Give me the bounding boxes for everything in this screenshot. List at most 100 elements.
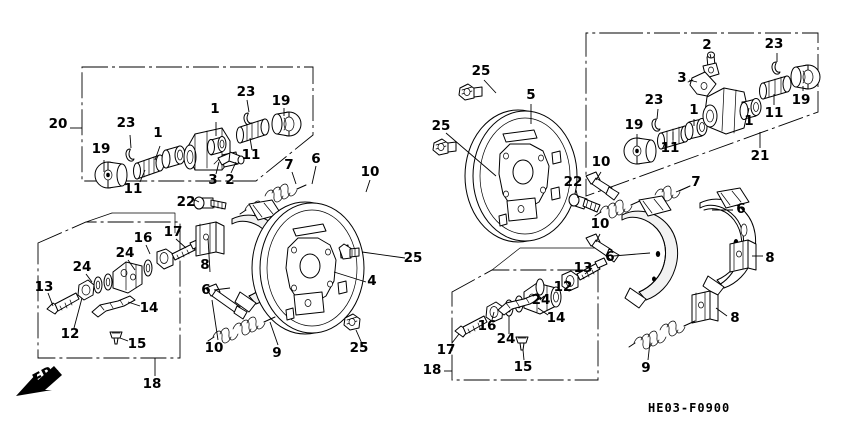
part-11-left-piston: [133, 154, 165, 180]
part-19-right-assy-boot-a: [623, 137, 657, 165]
part-13-left-bolt: [46, 292, 80, 315]
part-24-left-washer-b: [103, 273, 113, 291]
callout-17-right: 17: [437, 342, 456, 358]
callout-14-right: 14: [547, 310, 566, 326]
part-18-left-adjuster-body: [112, 261, 143, 294]
group-box-21: [585, 32, 819, 197]
callout-24-a: 24: [73, 259, 92, 275]
part-11-right-assy-piston-b: [759, 75, 792, 100]
diagram-code: HE03-F0900: [648, 401, 730, 415]
part-8-right-clip-a: [729, 239, 757, 273]
part-22-right-bolt: [568, 193, 601, 213]
part-19-right-assy-boot-b: [790, 64, 821, 90]
callout-16-right: 16: [478, 318, 497, 334]
callout-12-right: 12: [554, 279, 573, 295]
callout-24-b: 24: [116, 245, 135, 261]
part-1-upper-boot: [207, 136, 227, 156]
part-25-right-upper: [338, 243, 360, 260]
callout-8-c: 8: [730, 310, 739, 326]
callout-21: 21: [751, 148, 770, 164]
callout-7-right: 7: [691, 174, 700, 190]
callout-13-right: 13: [574, 260, 593, 276]
right-wheel-cylinder-assembly: [623, 51, 821, 165]
callout-25-a: 25: [350, 340, 369, 356]
part-4-backing-plate: [251, 201, 365, 335]
part-25-left-upper: [458, 83, 483, 101]
callout-6-c: 6: [736, 201, 745, 217]
part-11-upper-piston: [236, 118, 270, 144]
part-6-right-shoe-a: [621, 195, 679, 309]
callout-13-left: 13: [35, 279, 54, 295]
part-23-right-assy-clip-a: [651, 118, 661, 132]
callout-23-a: 23: [117, 115, 136, 131]
part-25-left-lower: [432, 138, 457, 156]
callout-16-left: 16: [134, 230, 153, 246]
part-9-left-spring: [207, 316, 276, 344]
callout-11-a: 11: [124, 181, 143, 197]
part-23-right-assy-clip-b: [771, 61, 781, 75]
callout-25-d: 25: [432, 118, 451, 134]
callout-10-b: 10: [205, 340, 224, 356]
callout-20-left: 20: [49, 116, 68, 132]
callout-25-b: 25: [404, 250, 423, 266]
part-3-2-bleeder: [213, 151, 245, 166]
callout-18-right: 18: [423, 362, 442, 378]
part-8-right-clip-b: [691, 290, 719, 324]
part-7-right-spring: [594, 185, 691, 219]
callout-15-left: 15: [128, 336, 147, 352]
callout-8-a: 8: [200, 257, 209, 273]
part-14-right-lever: [497, 293, 542, 316]
part-5-backing-plate: [464, 109, 578, 243]
part-16-right-nut: [485, 301, 504, 323]
callout-5: 5: [526, 87, 535, 103]
part-24-left-washer-c: [143, 259, 153, 277]
part-16-left-nut: [156, 248, 174, 270]
callout-1-c: 1: [689, 102, 698, 118]
callout-22-left: 22: [177, 194, 196, 210]
callout-4: 4: [367, 273, 376, 289]
part-10-left-pin: [205, 283, 248, 320]
callout-2-b: 2: [702, 37, 711, 53]
part-9-right-spring: [628, 320, 696, 350]
callout-11-b: 11: [242, 147, 261, 163]
callout-1-d: 1: [744, 113, 753, 129]
leader-lines: [47, 53, 804, 361]
left-wheel-cylinder-assembly: [94, 111, 302, 189]
part-24-right-washer-c: [535, 278, 545, 296]
group-box-20: [70, 66, 314, 182]
callout-7-left: 7: [284, 157, 293, 173]
part-10-right-pin-b: [585, 233, 620, 263]
left-shoe-and-plate: [193, 183, 365, 344]
callout-23-c: 23: [645, 92, 664, 108]
callout-10-c: 10: [592, 154, 611, 170]
part-25-right-lower: [343, 313, 361, 331]
part-1-right-assy-boot-b: [739, 98, 762, 120]
callout-9-left: 9: [272, 345, 281, 361]
inner-bracket-left: [85, 212, 176, 234]
callout-17-left: 17: [164, 224, 183, 240]
part-17-right-bolt: [454, 315, 488, 338]
callout-18-left: 18: [143, 376, 162, 392]
callout-6-a: 6: [311, 151, 320, 167]
callout-1-a: 1: [153, 125, 162, 141]
part-1-left-boot: [161, 145, 186, 169]
callout-19-c: 19: [625, 117, 644, 133]
callout-25-c: 25: [472, 63, 491, 79]
part-14-left-lever: [91, 295, 136, 318]
callout-14-left: 14: [140, 300, 159, 316]
part-19-left-boot: [94, 161, 128, 189]
part-23-left-clip: [125, 148, 135, 162]
callout-19-d: 19: [792, 92, 811, 108]
callout-15-right: 15: [514, 359, 533, 375]
front-direction-marker: FR.: [16, 360, 62, 396]
callout-6-b: 6: [201, 282, 210, 298]
part-8-left-clip: [195, 221, 225, 257]
callout-8-b: 8: [765, 250, 774, 266]
callout-labels: 20 19 23 1 11 1 3 2 23 19 11 22 7 6 10 8…: [35, 36, 811, 392]
group-box-18-left: [37, 221, 181, 376]
part-12-left-nut: [77, 279, 95, 301]
callout-11-d: 11: [765, 105, 784, 121]
right-adjuster-assembly: [454, 257, 608, 351]
